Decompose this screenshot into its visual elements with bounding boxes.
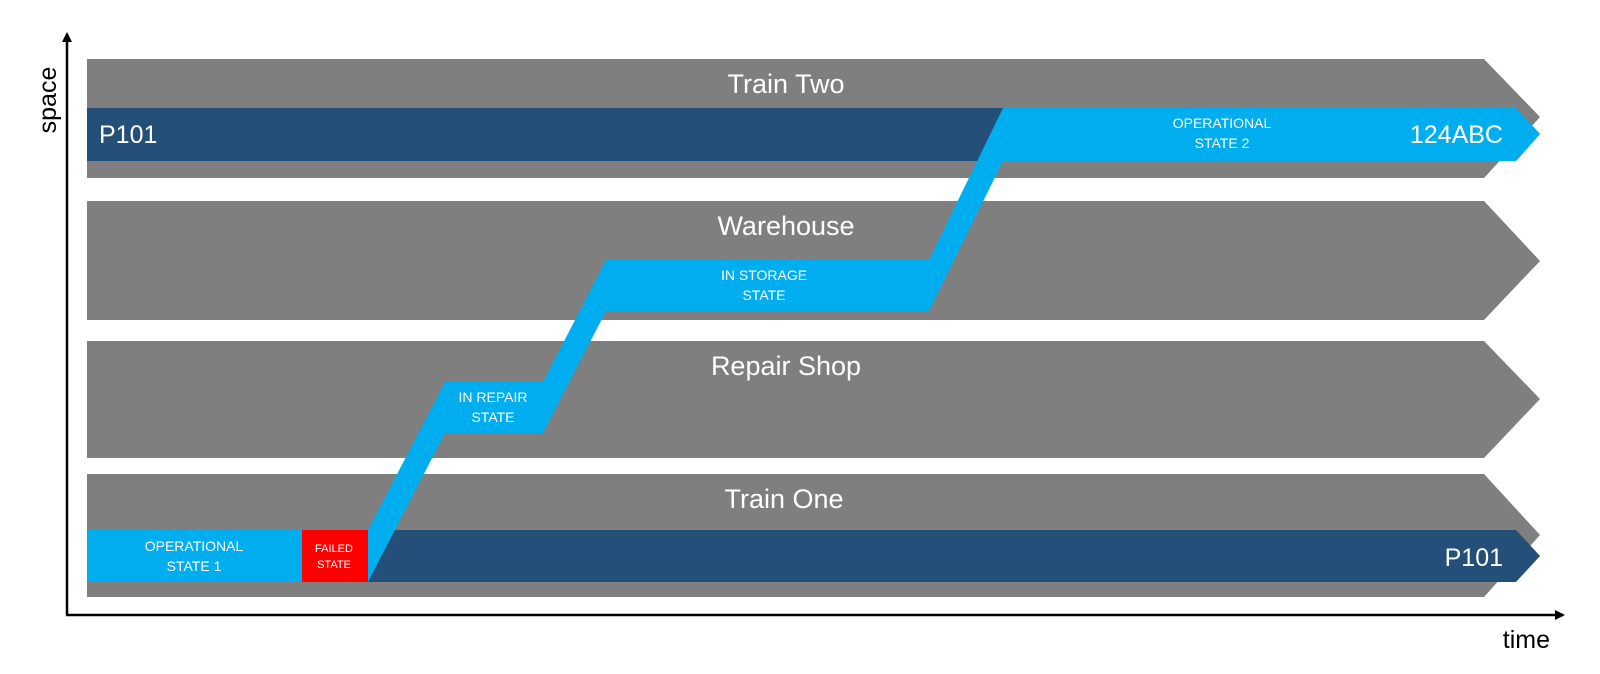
state-in-repair-line1: IN REPAIR — [459, 389, 528, 405]
state-in-storage-line1: IN STORAGE — [721, 267, 807, 283]
y-axis-label: space — [34, 67, 62, 134]
state-operational-1-line1: OPERATIONAL — [145, 538, 244, 554]
state-trajectory-path — [368, 108, 1540, 582]
state-operational-1 — [87, 530, 302, 582]
state-in-repair-line2: STATE — [471, 409, 514, 425]
state-failed — [302, 530, 368, 582]
lane-train-one-title: Train One — [724, 484, 843, 514]
state-failed-line1: FAILED — [315, 543, 353, 555]
x-axis-label: time — [1503, 626, 1550, 654]
state-operational-2-line1: OPERATIONAL — [1173, 115, 1272, 131]
slot-train-two-right-label: 124ABC — [1410, 121, 1503, 149]
state-operational-1-line2: STATE 1 — [167, 558, 222, 574]
lane-train-two-title: Train Two — [727, 69, 844, 99]
state-failed-line2: STATE — [317, 559, 351, 571]
slot-train-one-right-label: P101 — [1445, 544, 1503, 572]
slot-train-two-left-label: P101 — [99, 121, 157, 149]
slot-bar-train-one — [368, 530, 1540, 582]
lane-repair-shop-title: Repair Shop — [711, 351, 861, 381]
lane-warehouse-title: Warehouse — [717, 211, 854, 241]
state-operational-2-line2: STATE 2 — [1195, 135, 1250, 151]
state-in-storage-line2: STATE — [742, 287, 785, 303]
lane-repair-shop: Repair Shop — [87, 341, 1540, 458]
